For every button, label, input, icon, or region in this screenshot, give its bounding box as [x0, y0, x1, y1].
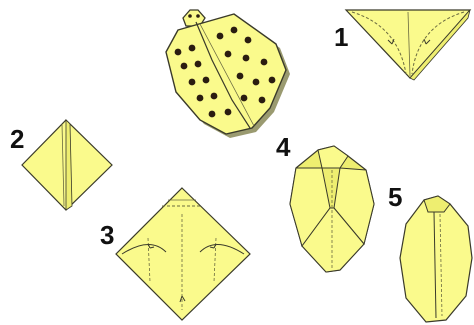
- step-number: 4: [276, 132, 291, 162]
- ladybug-eye-left: [188, 14, 192, 18]
- step-4: 4: [276, 132, 374, 272]
- spot: [195, 61, 202, 68]
- finished-ladybug: [166, 10, 290, 138]
- step-number: 2: [10, 124, 24, 154]
- spot: [211, 93, 218, 100]
- spot: [225, 51, 232, 58]
- step-3: 3: [100, 188, 250, 320]
- spot: [175, 49, 182, 56]
- spot: [261, 59, 268, 66]
- spot: [203, 77, 210, 84]
- step-1: 1: [334, 10, 470, 80]
- spot: [225, 109, 232, 116]
- spot: [181, 63, 188, 70]
- ladybug-eye-right: [196, 14, 200, 18]
- spot: [269, 77, 276, 84]
- spot: [243, 55, 250, 62]
- spot: [237, 73, 244, 80]
- step-2: 2: [10, 120, 112, 210]
- spot: [241, 95, 248, 102]
- spot: [231, 27, 238, 34]
- spot: [197, 95, 204, 102]
- step-5-head: [424, 196, 450, 212]
- spot: [245, 37, 252, 44]
- step-number: 1: [334, 22, 348, 52]
- step-number: 3: [100, 220, 114, 250]
- spot: [189, 45, 196, 52]
- spot: [217, 33, 224, 40]
- spot: [189, 79, 196, 86]
- spot: [253, 79, 260, 86]
- spot: [259, 97, 266, 104]
- spot: [209, 111, 216, 118]
- step-number: 5: [388, 182, 402, 212]
- step-5: 5: [388, 182, 472, 322]
- step-3-paper: [116, 188, 250, 320]
